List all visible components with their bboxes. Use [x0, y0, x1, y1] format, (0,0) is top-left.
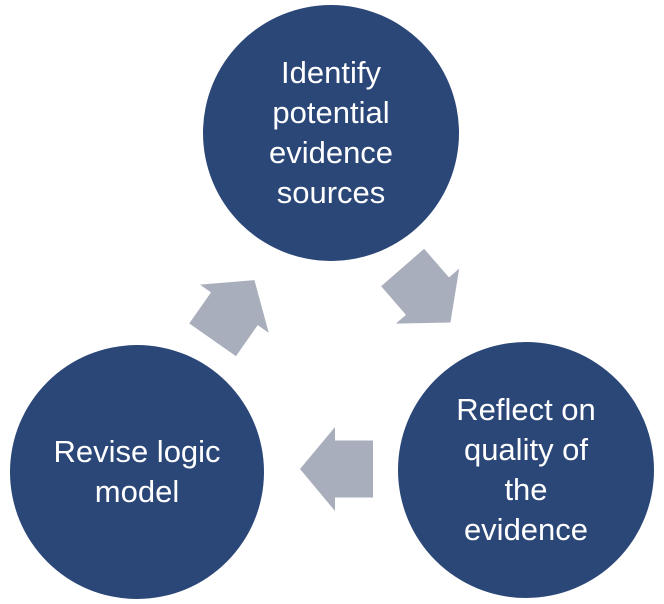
- node-label-line: evidence: [463, 512, 589, 547]
- block-arrow-left-icon: [300, 427, 373, 511]
- node-label-line: quality of: [463, 432, 589, 467]
- node-label-line: evidence: [268, 135, 394, 170]
- block-arrow-up-right-icon: [178, 256, 289, 364]
- node-revise-label: Revise logic model: [53, 432, 220, 512]
- node-label-line: Revise logic: [53, 434, 221, 469]
- node-identify-label: Identify potential evidence sources: [269, 53, 393, 213]
- node-label-line: sources: [276, 175, 386, 210]
- node-revise-logic-model: Revise logic model: [10, 345, 264, 599]
- node-label-line: model: [94, 474, 180, 509]
- node-label-line: Reflect on: [456, 392, 596, 427]
- node-reflect-on-quality: Reflect on quality of the evidence: [398, 342, 654, 598]
- node-label-line: the: [504, 472, 548, 507]
- block-arrow-down-right-icon: [371, 240, 482, 350]
- node-reflect-label: Reflect on quality of the evidence: [456, 390, 596, 550]
- node-label-line: Identify: [281, 55, 381, 90]
- node-label-line: potential: [272, 95, 390, 130]
- node-identify-evidence-sources: Identify potential evidence sources: [203, 5, 459, 261]
